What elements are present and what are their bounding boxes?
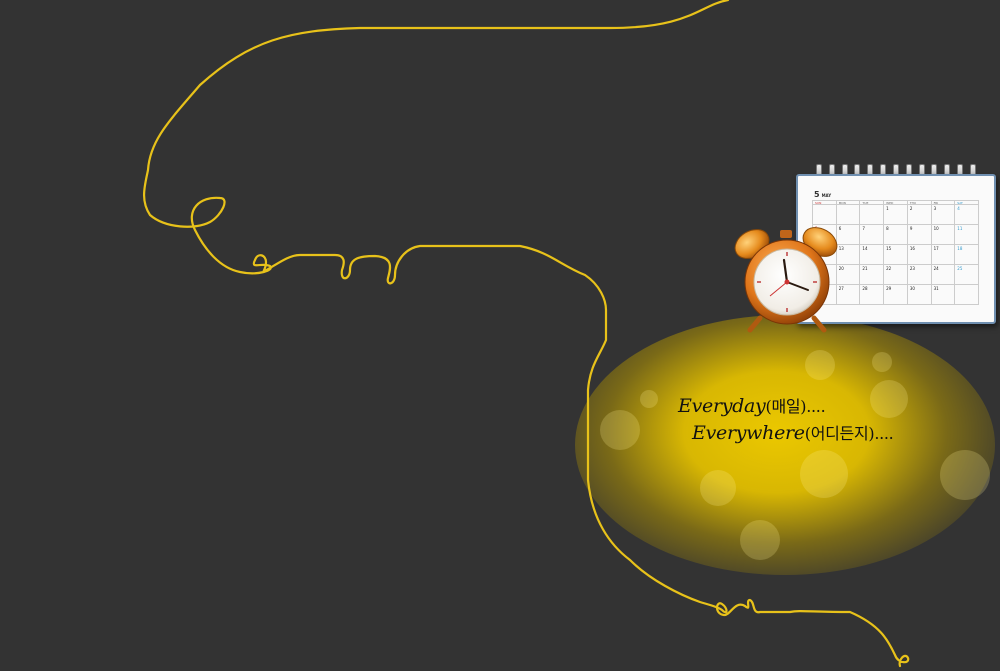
calendar-day: 7 [860, 225, 885, 245]
calendar-day: 6 [836, 225, 861, 245]
calendar-weekday: THU [907, 201, 932, 205]
calendar-day: 31 [931, 285, 956, 305]
calendar-weekday: MON [836, 201, 861, 205]
calendar-day: 24 [931, 265, 956, 285]
calendar-day: 15 [884, 245, 908, 265]
calendar-day: 17 [931, 245, 956, 265]
calendar-month-name: MAY [821, 193, 832, 198]
calendar-day: 21 [860, 265, 885, 285]
slogan-everyday-en: Everyday [678, 395, 766, 417]
slogan-text: Everyday(매일).... Everywhere(어디든지).... [678, 393, 894, 447]
slogan-everyday-ko: (매일).... [765, 397, 826, 416]
calendar-day [955, 285, 979, 305]
calendar-day: 2 [907, 205, 932, 225]
calendar-day: 13 [836, 245, 861, 265]
calendar-day: 25 [955, 265, 979, 285]
calendar-day: 8 [884, 225, 908, 245]
slogan-line-everywhere: Everywhere(어디든지).... [678, 420, 894, 447]
alarm-clock-icon [734, 227, 838, 333]
slogan-everywhere-en: Everywhere [692, 422, 805, 444]
calendar-day: 20 [836, 265, 861, 285]
calendar-day: 18 [955, 245, 979, 265]
bokeh-dot [870, 380, 908, 418]
bokeh-dot [600, 410, 640, 450]
calendar-day: 30 [907, 285, 932, 305]
calendar-day: 27 [836, 285, 861, 305]
calendar-day: 11 [955, 225, 979, 245]
calendar-weekday: WED [884, 201, 908, 205]
calendar-day: 22 [884, 265, 908, 285]
calendar-day: 3 [931, 205, 956, 225]
calendar-day [836, 205, 861, 225]
calendar-weekday: TUE [860, 201, 885, 205]
slogan-line-everyday: Everyday(매일).... [678, 393, 893, 420]
slogan-everywhere-ko: (어디든지).... [804, 424, 894, 443]
calendar-day: 10 [931, 225, 956, 245]
calendar-grid: SUN MON TUE WED THU FRI SAT 1 2 3 4 5 6 … [812, 200, 979, 305]
calendar-weekday: SUN [813, 201, 837, 205]
calendar-day: 29 [884, 285, 908, 305]
calendar-weekday: FRI [931, 201, 956, 205]
calendar-day: 23 [907, 265, 932, 285]
calendar-day: 14 [860, 245, 885, 265]
bokeh-dot [640, 390, 658, 408]
yellow-glow [575, 315, 995, 575]
bokeh-dot [805, 350, 835, 380]
calendar-day [813, 205, 837, 225]
calendar-day: 16 [907, 245, 932, 265]
calendar-month-number: 5 [814, 190, 820, 199]
bokeh-dot [800, 450, 848, 498]
bokeh-dot [740, 520, 780, 560]
bokeh-dot [940, 450, 990, 500]
bokeh-dot [700, 470, 736, 506]
bokeh-dot [872, 352, 892, 372]
calendar-weekday: SAT [955, 201, 979, 205]
calendar-day [860, 205, 885, 225]
calendar-day: 1 [884, 205, 908, 225]
calendar-day: 28 [860, 285, 885, 305]
calendar-day: 9 [907, 225, 932, 245]
calendar-day: 4 [955, 205, 979, 225]
